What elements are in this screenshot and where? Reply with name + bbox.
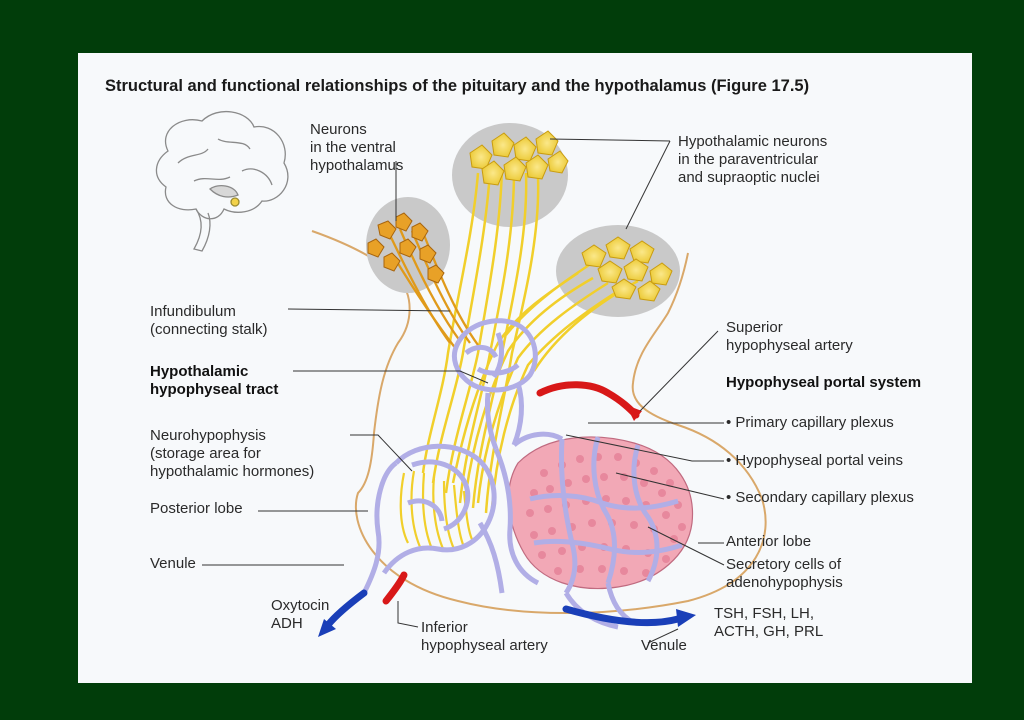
anterior-venule-arrowhead bbox=[676, 609, 696, 627]
label-posterior-lobe: Posterior lobe bbox=[150, 500, 243, 517]
anterior-lobe-tissue bbox=[507, 436, 694, 590]
primary-capillary-plexus bbox=[452, 318, 538, 450]
label-inferior-artery: Inferior hypophyseal artery bbox=[421, 619, 548, 654]
superior-hypophyseal-artery bbox=[536, 381, 640, 419]
label-secondary-plexus: • Secondary capillary plexus bbox=[726, 489, 914, 506]
leader-lines bbox=[202, 138, 725, 644]
label-oxytocin-adh: Oxytocin ADH bbox=[271, 597, 330, 632]
label-infundibulum: Infundibulum (connecting stalk) bbox=[150, 303, 268, 338]
figure-panel: Structural and functional relationships … bbox=[78, 53, 972, 683]
ventral-neurons bbox=[367, 212, 445, 284]
label-neurons-ventral: Neurons in the ventral hypothalamus bbox=[310, 121, 404, 174]
label-secretory-cells: Secretory cells of adenohypophysis bbox=[726, 556, 843, 591]
label-anterior-hormones: TSH, FSH, LH, ACTH, GH, PRL bbox=[714, 605, 824, 640]
label-hypothalamic-neurons: Hypothalamic neurons in the paraventricu… bbox=[678, 133, 828, 186]
brain-thumbnail bbox=[155, 111, 289, 252]
inferior-hypophyseal-artery bbox=[382, 571, 408, 605]
figure-title: Structural and functional relationships … bbox=[105, 77, 810, 95]
secondary-capillary-plexus bbox=[493, 431, 683, 630]
label-primary-plexus: • Primary capillary plexus bbox=[726, 414, 894, 431]
label-superior-artery: Superior hypophyseal artery bbox=[726, 319, 853, 354]
label-hypothalamic-tract: Hypothalamic hypophyseal tract bbox=[150, 363, 279, 398]
posterior-capillary-plexus bbox=[361, 443, 505, 595]
supraoptic-neurons bbox=[581, 236, 673, 302]
label-venule-left: Venule bbox=[150, 555, 196, 572]
label-venule-bottom: Venule bbox=[641, 637, 687, 654]
anterior-venule bbox=[562, 605, 682, 627]
posterior-venule bbox=[324, 589, 368, 629]
pituitary-outline bbox=[311, 230, 767, 614]
artery-arrowhead bbox=[626, 405, 642, 421]
pituitary-diagram bbox=[155, 111, 767, 644]
label-anterior-lobe: Anterior lobe bbox=[726, 533, 812, 550]
paraventricular-neurons bbox=[469, 130, 569, 186]
posterior-venule-arrowhead bbox=[318, 619, 336, 637]
label-neurohypophysis: Neurohypophysis (storage area for hypoth… bbox=[150, 427, 315, 480]
label-portal-veins: • Hypophyseal portal veins bbox=[726, 452, 904, 469]
label-portal-system: Hypophyseal portal system bbox=[726, 374, 922, 391]
